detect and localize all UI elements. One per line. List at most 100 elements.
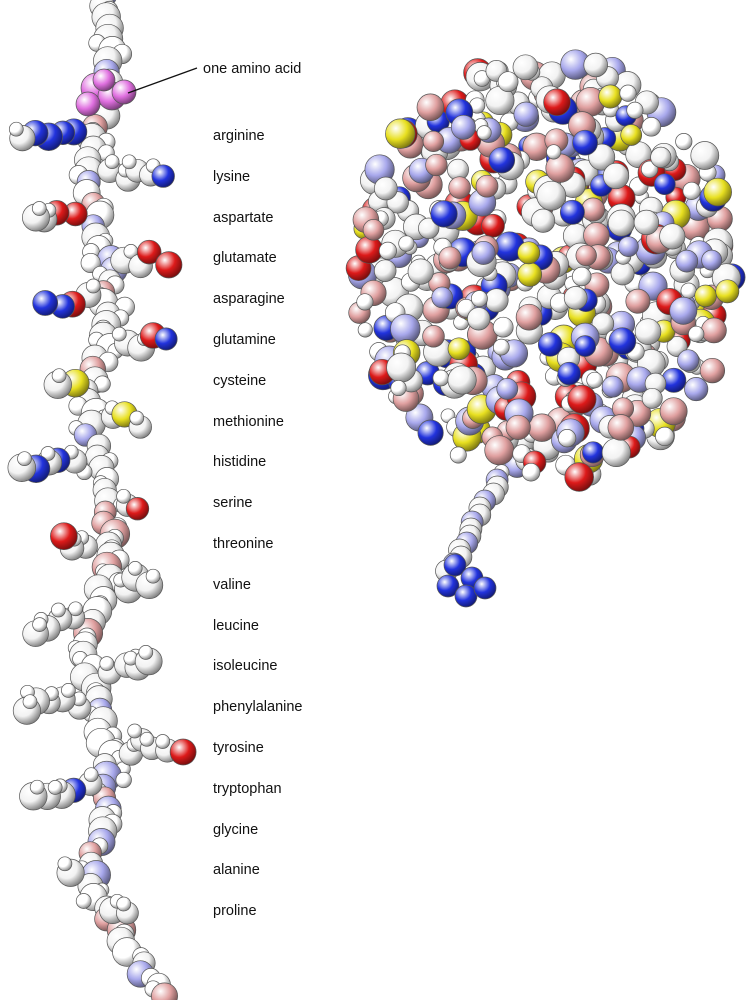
globule-atom [497, 71, 519, 93]
globule-atom [355, 235, 383, 264]
side-chain-tryptophan [19, 767, 103, 811]
globule-atom [537, 332, 563, 357]
globule-atom [581, 197, 606, 222]
globule-atom [586, 371, 603, 389]
hydrogen-atom [51, 368, 67, 384]
residue-label: serine [213, 495, 253, 512]
globule-atom [641, 387, 663, 409]
hydrogen-atom [121, 154, 137, 170]
globule-atom [625, 288, 651, 314]
hydrogen-atom [104, 154, 120, 170]
globule-atom [407, 258, 434, 285]
hydrogen-atom [47, 780, 63, 795]
side-chain-atom [155, 251, 183, 279]
side-chain-isoleucine [97, 645, 163, 685]
globule-atom [356, 293, 374, 311]
hydrogen-atom [83, 767, 99, 783]
globule-atom [598, 84, 623, 109]
hydrogen-atom [22, 694, 38, 710]
globule-atom [521, 462, 541, 482]
tail-nitrogen-atom [443, 553, 467, 577]
globule-atom [492, 316, 514, 338]
globule-atom [513, 101, 539, 127]
globule-atom [450, 114, 476, 140]
globule-atom [467, 307, 491, 331]
peptide-chain [7, 0, 197, 1000]
globule-atom [373, 259, 397, 282]
globule-atom [572, 129, 598, 156]
side-chain-lysine [97, 154, 175, 192]
hydrogen-atom [116, 896, 132, 912]
globule-atom [618, 236, 639, 257]
globule-atom [607, 209, 635, 237]
globule-atom [447, 337, 471, 361]
side-chain-alanine [56, 856, 85, 887]
globule-atom [650, 146, 672, 168]
globule-atom [619, 84, 637, 102]
side-chain-atom [136, 239, 162, 265]
side-chain-glutamine [111, 322, 178, 362]
globule-atom [669, 296, 698, 325]
globule-atom [484, 435, 515, 466]
globule-atom [543, 88, 571, 117]
globule-atom [418, 217, 440, 239]
globule-atom [675, 249, 699, 273]
globule-atom [475, 174, 499, 198]
globule-atom [505, 414, 531, 440]
hydrogen-atom [57, 856, 73, 872]
globule-atom [484, 288, 509, 313]
globule-atom [655, 426, 675, 447]
globule-atom [701, 249, 723, 271]
tail-nitrogen-atom [436, 574, 460, 598]
globule-atom [610, 261, 635, 286]
hydrogen-atom [139, 731, 155, 747]
highlighted-residue-atom [111, 79, 137, 105]
globule-atom [620, 124, 643, 146]
hydrogen-atom [29, 779, 45, 795]
residue-label: proline [213, 903, 257, 920]
globule-atom [567, 384, 597, 414]
residue-label: alanine [213, 862, 260, 879]
globule-atom [496, 378, 519, 400]
globule-atom [582, 441, 605, 464]
side-chain-atom [154, 327, 178, 351]
globule-atom [694, 284, 717, 308]
globule-atom [390, 379, 407, 397]
globule-atom [608, 327, 637, 355]
highlighted-residue-atom [92, 68, 116, 92]
side-chain-threonine [50, 522, 98, 561]
hydrogen-atom [40, 446, 56, 461]
side-chain-atom [125, 497, 150, 521]
globule-atom [448, 176, 471, 199]
side-chain-glutamate [110, 239, 183, 279]
side-chain-atom [151, 164, 175, 188]
globule-atom [449, 446, 467, 464]
globule-atom [602, 162, 630, 190]
globule-atom [536, 180, 567, 211]
side-chain-tyrosine [118, 723, 197, 766]
folded-protein [345, 49, 746, 608]
residue-label: tryptophan [213, 780, 282, 797]
residue-label: methionine [213, 413, 284, 430]
globule-atom [601, 437, 631, 468]
residue-label: lysine [213, 168, 251, 185]
globule-atom [515, 303, 543, 331]
highlighted-residue-atom [75, 91, 101, 117]
globule-atom [677, 349, 700, 372]
globule-atom [416, 93, 445, 122]
hydrogen-atom [99, 656, 115, 671]
globule-atom [634, 318, 662, 345]
side-chain-atom [169, 738, 197, 766]
globule-atom [517, 241, 541, 265]
globule-atom [557, 429, 577, 448]
side-chain-leucine [22, 601, 86, 647]
hydrogen-atom [127, 561, 143, 576]
globule-atom [373, 176, 398, 201]
hydrogen-atom [68, 601, 83, 617]
globule-atom [488, 146, 516, 174]
residue-label: aspartate [213, 209, 274, 226]
residue-label: glutamine [213, 332, 276, 348]
backbone-atom [151, 982, 178, 1000]
globule-atom [425, 153, 448, 177]
